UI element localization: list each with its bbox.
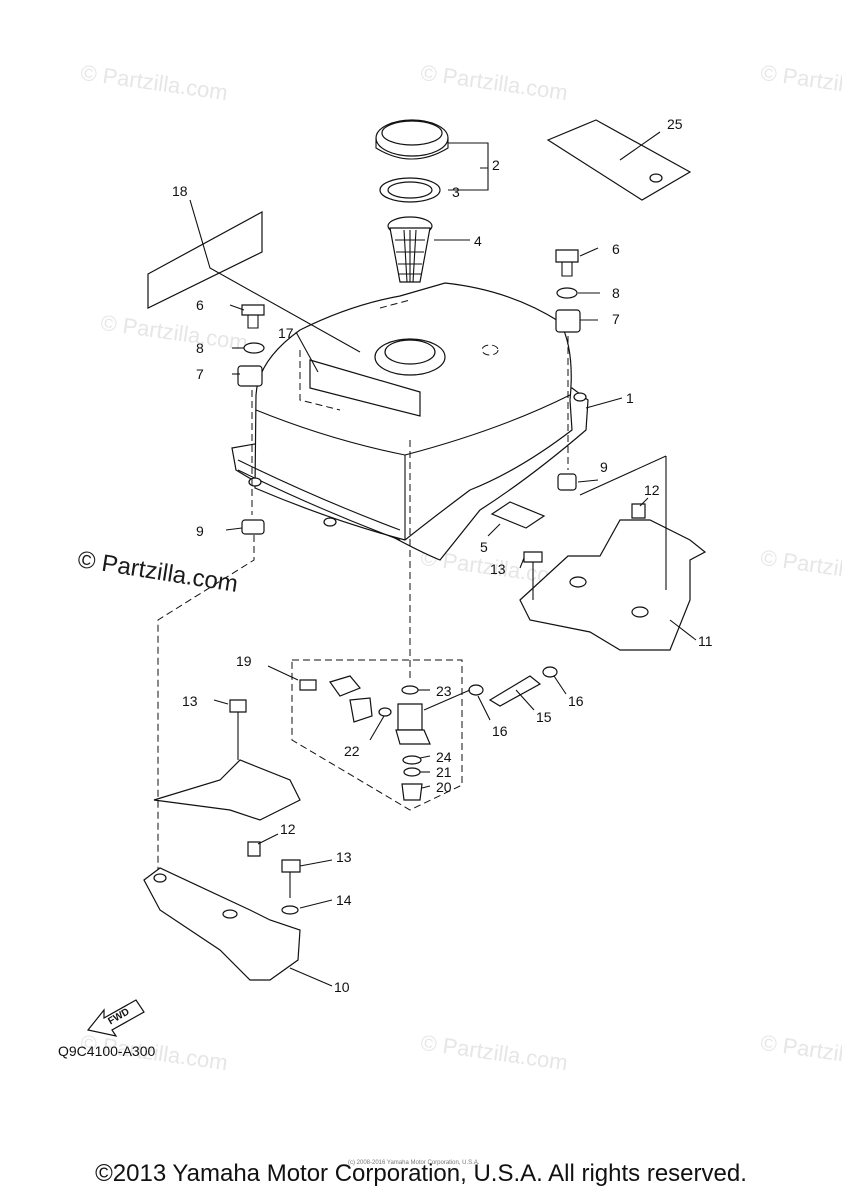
forward-arrow-icon: FWD [86, 999, 145, 1037]
callout-7-left: 7 [196, 366, 204, 382]
callout-2: 2 [492, 157, 500, 173]
callout-6-left: 6 [196, 297, 204, 313]
copyright-notice: ©2013 Yamaha Motor Corporation, U.S.A. A… [95, 1160, 747, 1187]
callout-16-right: 16 [568, 693, 584, 709]
callout-13-left: 13 [182, 693, 198, 709]
callout-5: 5 [480, 539, 488, 555]
callout-6-right: 6 [612, 241, 620, 257]
callout-25: 25 [667, 116, 683, 132]
callout-8-right: 8 [612, 285, 620, 301]
callout-3: 3 [452, 184, 460, 200]
callout-17: 17 [278, 325, 294, 341]
callout-11: 11 [698, 633, 713, 649]
callout-4: 4 [474, 233, 482, 249]
callout-7-right: 7 [612, 311, 620, 327]
callout-20: 20 [436, 779, 452, 795]
front-bracket [519, 519, 707, 651]
tiny-copyright: (c) 2008-2016 Yamaha Motor Corporation, … [348, 1160, 480, 1166]
callout-8-left: 8 [196, 340, 204, 356]
callout-10: 10 [334, 979, 350, 995]
diagram-code: Q9C4100-A300 [58, 1043, 156, 1059]
callout-14: 14 [336, 892, 352, 908]
cap-gasket [379, 177, 441, 203]
callout-18: 18 [172, 183, 188, 199]
callout-12-left: 12 [280, 821, 296, 837]
callout-13-right: 13 [490, 561, 506, 577]
callout-12-right: 12 [644, 482, 660, 498]
left-mount-hardware [157, 304, 265, 870]
label-plate [546, 119, 692, 201]
callout-13-lower: 13 [336, 849, 352, 865]
callout-19: 19 [236, 653, 252, 669]
callout-22: 22 [344, 743, 360, 759]
fuel-cap [375, 119, 449, 160]
rear-bracket [143, 867, 301, 981]
fuel-cock [299, 666, 558, 801]
leader-lines [189, 131, 697, 987]
callout-21: 21 [436, 764, 452, 780]
callout-24: 24 [436, 749, 452, 765]
callout-9-left: 9 [196, 523, 204, 539]
warning-label [147, 210, 263, 309]
callout-1: 1 [626, 390, 634, 406]
tank-pad [490, 501, 546, 529]
callout-16-left: 16 [492, 723, 508, 739]
fuel-strainer [387, 216, 433, 283]
callout-23: 23 [436, 683, 452, 699]
fuel-cock-group [291, 659, 463, 811]
callout-15: 15 [536, 709, 552, 725]
right-mount-hardware [555, 249, 581, 491]
callout-9-right: 9 [600, 459, 608, 475]
